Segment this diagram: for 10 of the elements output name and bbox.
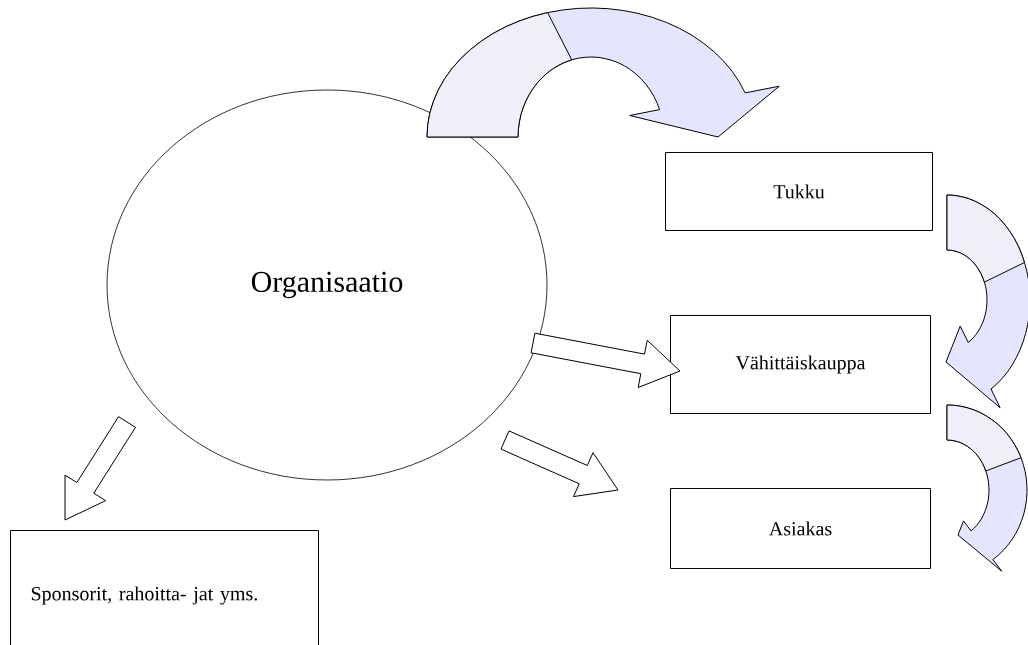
curved-block-arrow [426,7,780,138]
curved-block-arrow [945,194,1028,409]
process-box: Tukku [665,152,933,231]
text-box: Sponsorit, rahoitta- jat yms. [10,530,319,645]
process-box: Asiakas [670,488,931,569]
block-arrow [64,416,136,521]
process-box: Vähittäiskauppa [670,315,931,414]
block-arrow [530,332,681,388]
curved-block-arrow [946,404,1028,572]
block-arrow [500,430,619,498]
